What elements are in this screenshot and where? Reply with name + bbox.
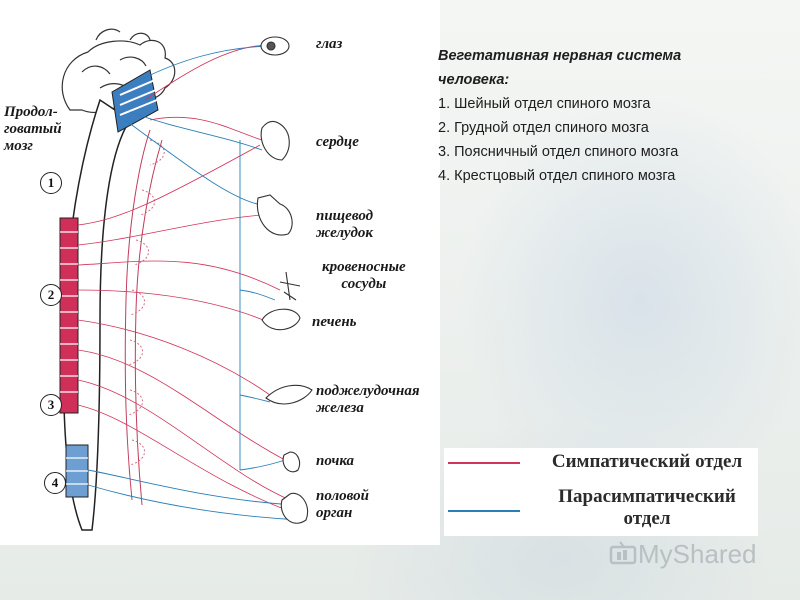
label-esophagus: пищевод желудок bbox=[316, 208, 374, 241]
description-item-1: 1. Шейный отдел спиного мозга bbox=[438, 96, 651, 112]
sympathetic-fibres bbox=[77, 44, 301, 516]
section-number-1: 1 bbox=[40, 172, 62, 194]
legend-line-sympathetic bbox=[448, 462, 520, 464]
description-item-4: 4. Крестцовый отдел спиного мозга bbox=[438, 168, 676, 184]
organ-drawings bbox=[256, 36, 313, 524]
label-heart: сердце bbox=[316, 134, 359, 150]
section-number-3: 3 bbox=[40, 394, 62, 416]
legend-label-parasympathetic: Парасимпатический отдел bbox=[558, 486, 736, 529]
label-vessels: кровеносные сосуды bbox=[322, 259, 406, 292]
stomach-organ bbox=[256, 194, 293, 236]
genital-organ bbox=[280, 492, 308, 524]
description-title: Вегетативная нервная система человека: bbox=[438, 48, 682, 88]
section-number-2: 2 bbox=[40, 284, 62, 306]
label-eye: глаз bbox=[316, 36, 343, 52]
watermark-text: MyShared bbox=[638, 538, 757, 569]
spinal-cord-drawing bbox=[59, 69, 159, 531]
vessels-organ bbox=[279, 271, 301, 301]
eye-pupil bbox=[266, 41, 276, 51]
description-text: Вегетативная нервная система человека: 1… bbox=[438, 44, 738, 188]
watermark: MyShared bbox=[608, 536, 757, 572]
heart-organ bbox=[260, 120, 290, 161]
description-item-3: 3. Поясничный отдел спиного мозга bbox=[438, 144, 679, 160]
watermark-logo-icon bbox=[609, 541, 637, 565]
label-liver: печень bbox=[312, 314, 357, 330]
pancreas-organ bbox=[265, 384, 313, 405]
legend: Симпатический отдел Парасимпатический от… bbox=[444, 448, 758, 536]
section-number-4: 4 bbox=[44, 472, 66, 494]
parasympathetic-fibres bbox=[87, 45, 301, 521]
kidney-organ bbox=[282, 451, 301, 473]
sympathetic-chain bbox=[124, 129, 165, 506]
label-medulla: Продол- говатый мозг bbox=[4, 104, 62, 154]
nervous-system-diagram bbox=[59, 28, 313, 531]
label-genital: половой орган bbox=[316, 488, 370, 521]
liver-organ bbox=[261, 308, 301, 331]
legend-line-parasympathetic bbox=[448, 510, 520, 512]
description-item-2: 2. Грудной отдел спиного мозга bbox=[438, 120, 649, 136]
legend-label-sympathetic: Симпатический отдел bbox=[551, 451, 743, 472]
label-pancreas: поджелудочная железа bbox=[316, 383, 420, 416]
label-kidney: почка bbox=[316, 453, 355, 469]
